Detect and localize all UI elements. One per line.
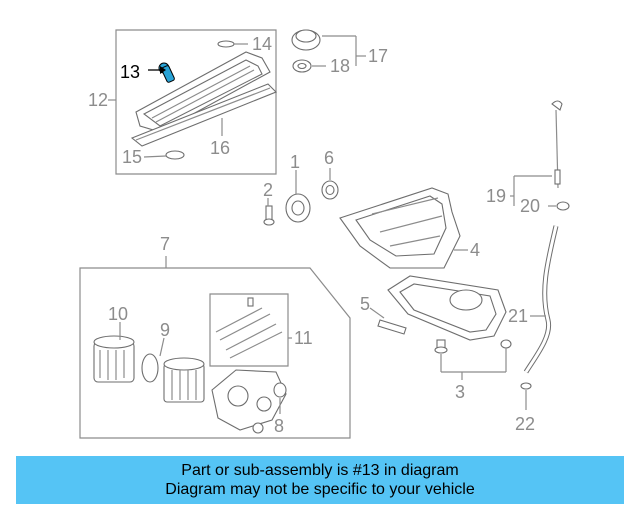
filter-housing-group-box — [79, 267, 351, 439]
callout-16: 16 — [210, 138, 230, 158]
info-banner: Part or sub-assembly is #13 in diagram D… — [16, 456, 624, 504]
part-8-seal — [273, 382, 287, 398]
callout-5: 5 — [360, 294, 370, 314]
filter-element — [163, 357, 205, 403]
part-4-upper-oil-pan — [339, 187, 461, 269]
dipstick-tube — [523, 225, 559, 374]
part-20-o-ring — [556, 201, 570, 211]
valve-cover-gasket — [130, 83, 277, 147]
part-9-o-ring — [141, 353, 159, 383]
callout-8: 8 — [274, 416, 284, 436]
callout-14: 14 — [252, 34, 272, 54]
part-6-seal — [321, 180, 339, 200]
callout-19: 19 — [486, 186, 506, 206]
drain-washer — [500, 339, 512, 349]
part-11-gasket-box — [209, 293, 289, 367]
callout-15: 15 — [122, 147, 142, 167]
callout-18: 18 — [330, 56, 350, 76]
callout-22: 22 — [515, 414, 535, 434]
part-10-oil-filter — [93, 335, 135, 383]
callout-21: 21 — [508, 306, 528, 326]
callout-9: 9 — [160, 320, 170, 340]
banner-line-2: Diagram may not be specific to your vehi… — [165, 481, 475, 498]
callout-7: 7 — [160, 234, 170, 254]
valve-cover — [135, 51, 271, 133]
part-14-seal — [217, 40, 235, 48]
oil-filler-cap — [291, 29, 321, 51]
callout-10: 10 — [108, 304, 128, 324]
valve-cover-group-box — [115, 29, 277, 175]
filter-housing — [211, 369, 287, 434]
part-22-o-ring — [520, 382, 532, 390]
callout-13[interactable]: 13 — [120, 62, 140, 82]
callout-2: 2 — [263, 180, 273, 200]
callout-4: 4 — [470, 240, 480, 260]
part-11-gaskets — [215, 297, 283, 359]
part-2-bolt — [263, 205, 275, 226]
callout-20: 20 — [520, 196, 540, 216]
callout-1: 1 — [290, 152, 300, 172]
callout-6: 6 — [324, 148, 334, 168]
callout-11: 11 — [294, 328, 313, 348]
callout-12: 12 — [88, 90, 108, 110]
part-15-grommet — [165, 150, 185, 160]
drain-plug — [434, 339, 448, 354]
callout-17: 17 — [368, 46, 388, 66]
callout-3: 3 — [455, 382, 465, 402]
part-5-baffle — [377, 319, 407, 335]
leader-lines — [108, 35, 556, 414]
oil-dipstick — [551, 100, 563, 189]
banner-line-1: Part or sub-assembly is #13 in diagram — [181, 462, 459, 479]
lower-oil-pan — [387, 275, 507, 341]
part-1-pulley — [285, 193, 311, 223]
parts-diagram: 12 13 14 15 16 17 18 1 2 6 4 5 3 19 20 2… — [79, 29, 570, 439]
cap-seal — [292, 59, 312, 73]
